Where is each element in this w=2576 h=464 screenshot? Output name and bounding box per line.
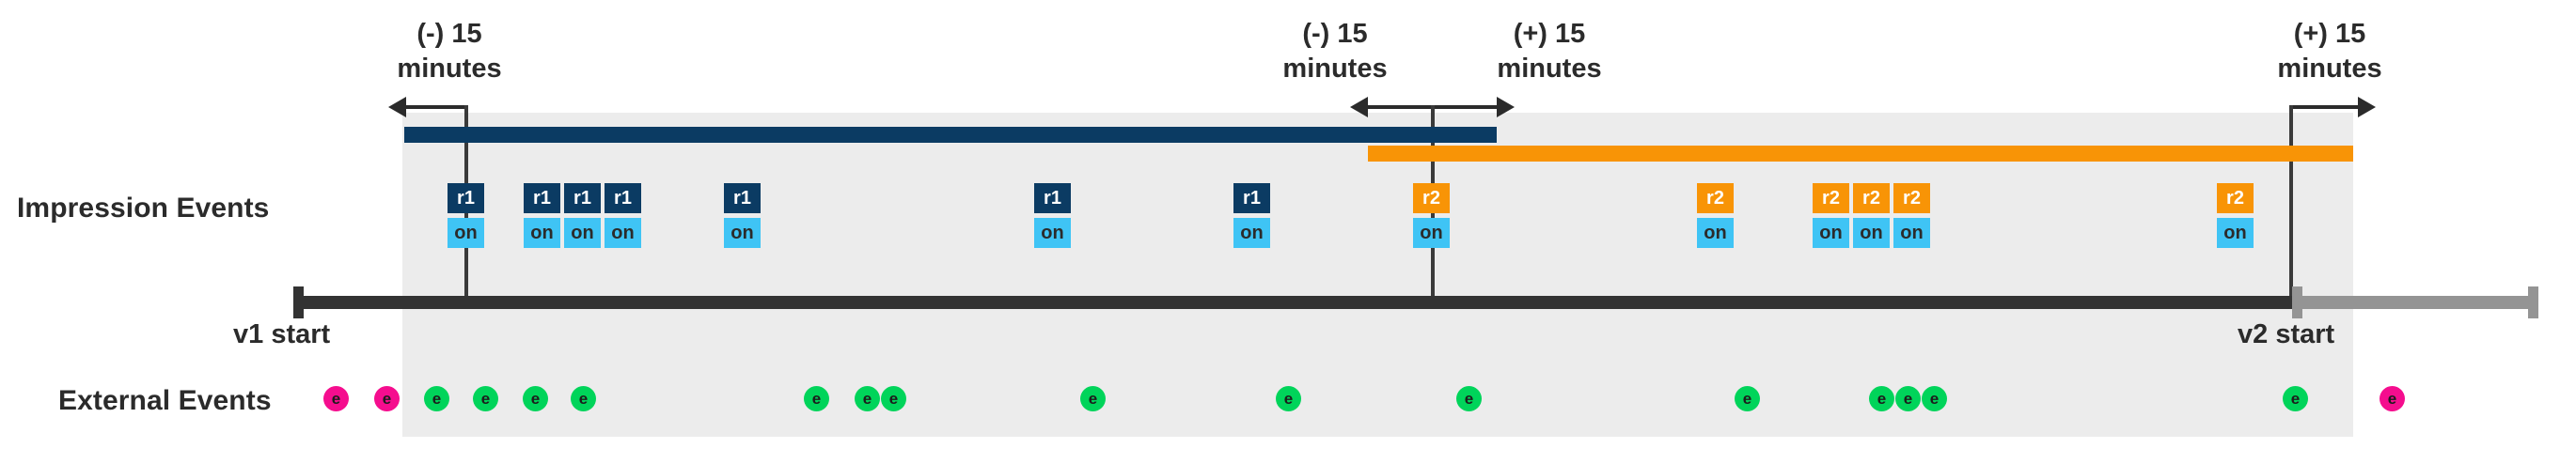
impression-chip-r2[interactable]: r2 bbox=[2217, 183, 2254, 213]
impression-chip-on[interactable]: on bbox=[2217, 218, 2254, 248]
external-event-dot-green[interactable]: e bbox=[424, 386, 449, 411]
impression-chip-on[interactable]: on bbox=[1034, 218, 1071, 248]
callout-minus-15-left-arrow-head bbox=[388, 97, 406, 117]
callout-plus-15-mid-text: (+) 15 minutes bbox=[1446, 17, 1653, 86]
axis-cap-right-end bbox=[2528, 286, 2538, 318]
external-event-dot-pink[interactable]: e bbox=[374, 386, 400, 411]
impression-chip-on[interactable]: on bbox=[1697, 218, 1734, 248]
external-event-dot-pink[interactable]: e bbox=[323, 386, 349, 411]
external-event-dot-green[interactable]: e bbox=[1869, 386, 1894, 411]
callout-minus-15-mid-line1: (-) 15 bbox=[1302, 19, 1368, 49]
callout-minus-15-mid-arrow-shaft bbox=[1368, 105, 1431, 109]
v1-bar bbox=[404, 127, 1497, 143]
impression-chip-on[interactable]: on bbox=[1813, 218, 1849, 248]
external-event-dot-green[interactable]: e bbox=[855, 386, 880, 411]
guide-line-v2-start bbox=[2289, 105, 2293, 307]
callout-plus-15-mid-line2: minutes bbox=[1497, 54, 1602, 85]
impression-chip-r2[interactable]: r2 bbox=[1853, 183, 1890, 213]
external-event-dot-green[interactable]: e bbox=[1922, 386, 1947, 411]
external-event-dot-pink[interactable]: e bbox=[2380, 386, 2405, 411]
impression-chip-on[interactable]: on bbox=[1413, 218, 1450, 248]
callout-plus-15-mid-line1: (+) 15 bbox=[1513, 19, 1586, 49]
impression-chip-on[interactable]: on bbox=[564, 218, 601, 248]
callout-plus-15-mid-arrow-head bbox=[1497, 97, 1515, 117]
impression-chip-r1[interactable]: r1 bbox=[724, 183, 761, 213]
impression-chip-on[interactable]: on bbox=[448, 218, 484, 248]
v1-start-marker: v1 start bbox=[233, 319, 331, 349]
v2-bar bbox=[1368, 146, 2353, 162]
callout-minus-15-left-text: (-) 15 minutes bbox=[346, 17, 553, 86]
impression-chip-r1[interactable]: r1 bbox=[448, 183, 484, 213]
impression-chip-r2[interactable]: r2 bbox=[1413, 183, 1450, 213]
callout-minus-15-left-line2: minutes bbox=[397, 54, 502, 85]
impression-chip-r2[interactable]: r2 bbox=[1813, 183, 1849, 213]
external-event-dot-green[interactable]: e bbox=[1276, 386, 1301, 411]
impression-chip-on[interactable]: on bbox=[605, 218, 641, 248]
impression-chip-r1[interactable]: r1 bbox=[524, 183, 560, 213]
external-event-dot-green[interactable]: e bbox=[881, 386, 906, 411]
impression-chip-on[interactable]: on bbox=[724, 218, 761, 248]
impression-chip-on[interactable]: on bbox=[1893, 218, 1930, 248]
observation-window-band bbox=[402, 113, 2353, 437]
callout-plus-15-right-arrow-head bbox=[2358, 97, 2376, 117]
callout-minus-15-left-line1: (-) 15 bbox=[416, 19, 482, 49]
axis-cap-v2 bbox=[2292, 286, 2302, 318]
external-event-dot-green[interactable]: e bbox=[2283, 386, 2308, 411]
callout-plus-15-right-arrow-shaft bbox=[2289, 105, 2358, 109]
external-event-dot-green[interactable]: e bbox=[1456, 386, 1482, 411]
external-event-dot-green[interactable]: e bbox=[1895, 386, 1921, 411]
callout-minus-15-mid-arrow-head bbox=[1350, 97, 1368, 117]
external-event-dot-green[interactable]: e bbox=[523, 386, 548, 411]
row-label-impression-events: Impression Events bbox=[17, 193, 270, 224]
callout-plus-15-right-text: (+) 15 minutes bbox=[2226, 17, 2433, 86]
callout-plus-15-right-line2: minutes bbox=[2277, 54, 2382, 85]
axis-segment-v1 bbox=[293, 296, 2298, 309]
callout-minus-15-left-arrow-shaft bbox=[406, 105, 464, 109]
impression-chip-r2[interactable]: r2 bbox=[1893, 183, 1930, 213]
impression-chip-r1[interactable]: r1 bbox=[1233, 183, 1270, 213]
axis-cap-left bbox=[293, 286, 304, 318]
callout-minus-15-mid-text: (-) 15 minutes bbox=[1232, 17, 1438, 86]
axis-segment-v2 bbox=[2292, 296, 2538, 309]
impression-chip-r1[interactable]: r1 bbox=[564, 183, 601, 213]
impression-chip-on[interactable]: on bbox=[1853, 218, 1890, 248]
impression-chip-r1[interactable]: r1 bbox=[1034, 183, 1071, 213]
impression-chip-r1[interactable]: r1 bbox=[605, 183, 641, 213]
impression-chip-on[interactable]: on bbox=[1233, 218, 1270, 248]
external-event-dot-green[interactable]: e bbox=[473, 386, 498, 411]
v2-start-marker: v2 start bbox=[2238, 319, 2335, 349]
row-label-external-events: External Events bbox=[58, 385, 272, 416]
callout-plus-15-right-line1: (+) 15 bbox=[2293, 19, 2366, 49]
external-event-dot-green[interactable]: e bbox=[1735, 386, 1760, 411]
external-event-dot-green[interactable]: e bbox=[1080, 386, 1106, 411]
external-event-dot-green[interactable]: e bbox=[804, 386, 829, 411]
impression-chip-r2[interactable]: r2 bbox=[1697, 183, 1734, 213]
callout-plus-15-mid-arrow-shaft bbox=[1431, 105, 1497, 109]
external-event-dot-green[interactable]: e bbox=[571, 386, 596, 411]
callout-minus-15-mid-line2: minutes bbox=[1282, 54, 1388, 85]
impression-chip-on[interactable]: on bbox=[524, 218, 560, 248]
